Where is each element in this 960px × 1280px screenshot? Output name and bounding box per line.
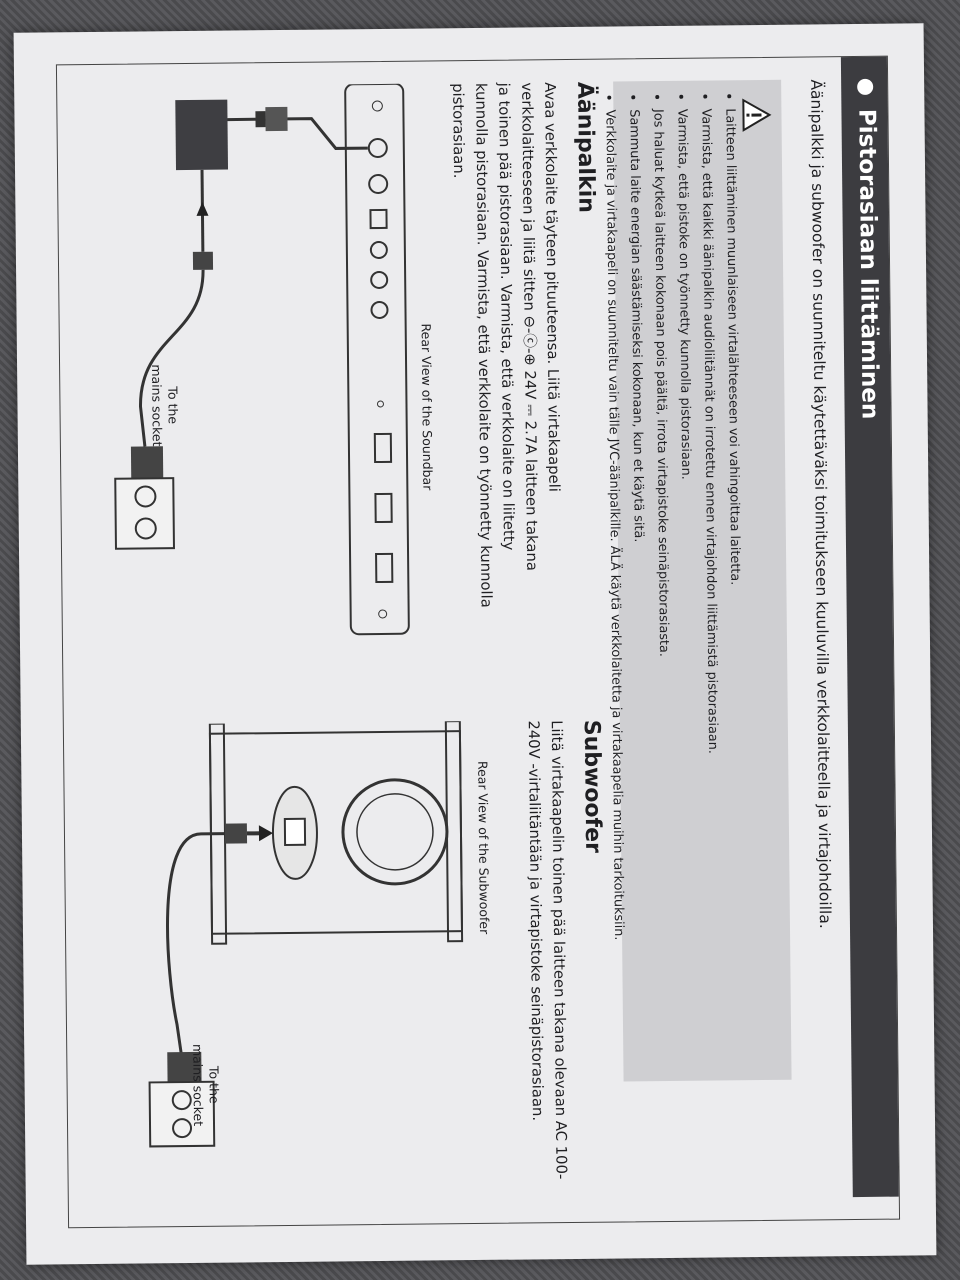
instruction-sheet: Pistorasiaan liittäminen Äänipalkki ja s… <box>13 23 937 1265</box>
soundbar-heading: Äänipalkin <box>572 81 599 213</box>
soundbar-caption: Rear View of the Soundbar <box>418 323 436 491</box>
soundbar-mains-label: To the mains socket <box>148 364 181 446</box>
subwoofer-instructions: Liitä virtakaapelin toinen pää laitteen … <box>522 720 573 1180</box>
bullet-icon <box>857 78 874 95</box>
warning-list: Laitteen liittäminen muunlaiseen virtalä… <box>597 94 750 940</box>
subwoofer-rear-diagram <box>148 721 464 1148</box>
mains-line: To the <box>165 386 181 425</box>
mains-line: mains socket <box>149 364 165 447</box>
mains-line: mains socket <box>190 1043 207 1127</box>
content-frame: Pistorasiaan liittäminen Äänipalkki ja s… <box>55 55 901 1229</box>
soundbar-instructions: Avaa verkkolaite täyteen pituuteensa. Li… <box>446 82 566 608</box>
page-title: Pistorasiaan liittäminen <box>853 108 883 420</box>
title-bar: Pistorasiaan liittäminen <box>840 56 899 1198</box>
warning-triangle-icon <box>742 98 772 132</box>
rotated-page-content: Pistorasiaan liittäminen Äänipalkki ja s… <box>59 56 899 1206</box>
intro-text: Äänipalkki ja subwoofer on suunniteltu k… <box>807 79 835 929</box>
subwoofer-line: Liitä virtakaapelin toinen pää laitteen … <box>547 720 570 1180</box>
subwoofer-mains-label: To the mains socket <box>189 1044 222 1126</box>
warning-box: Laitteen liittäminen muunlaiseen virtalä… <box>602 79 792 1082</box>
subwoofer-caption: Rear View of the Subwoofer <box>475 760 493 935</box>
subwoofer-line: 240V -virtaliitäntään ja virtapistoke se… <box>524 720 546 1122</box>
soundbar-rear-diagram <box>114 83 410 636</box>
mains-line: To the <box>206 1065 222 1104</box>
subwoofer-heading: Subwoofer <box>578 719 606 854</box>
